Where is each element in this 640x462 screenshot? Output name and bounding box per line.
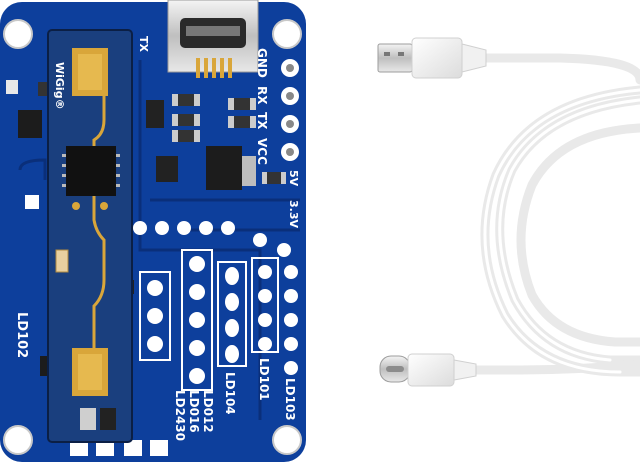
model-label-ld104: LD104 <box>223 372 237 415</box>
header-3pin <box>139 271 171 361</box>
mounting-holes <box>3 19 302 455</box>
model-label-ld012: LD012 <box>201 390 215 433</box>
pin-row-top <box>133 221 291 257</box>
pin-label-vcc: VCC <box>255 138 269 165</box>
usb-c-plug <box>379 353 477 387</box>
header-ld103 <box>284 265 298 375</box>
header-ld2430 <box>181 249 213 391</box>
usb-cable <box>377 37 640 387</box>
model-label-ld101: LD101 <box>257 358 271 401</box>
header-ld101 <box>251 257 279 353</box>
radar-antenna-module: WiGig® <box>47 29 133 443</box>
micro-usb-port <box>167 0 259 78</box>
model-label-ld2430: LD2430 <box>173 390 187 441</box>
pin-label-3v3: 3.3V <box>287 200 300 228</box>
bottom-pads <box>70 440 168 456</box>
pcb-board: GND RX TX VCC 5V 3.3V TX LD102 LD104 LD1… <box>0 0 306 462</box>
antenna-brand-label: WiGig® <box>53 62 66 110</box>
pin-label-tx: TX <box>255 112 269 130</box>
model-label-ld102: LD102 <box>14 312 29 358</box>
uart-header <box>281 59 299 161</box>
model-label-ld016: LD016 <box>187 390 201 433</box>
header-ld104 <box>217 261 247 367</box>
micro-usb-plug <box>377 37 487 79</box>
pin-label-rx: RX <box>255 86 269 105</box>
pin-label-gnd: GND <box>255 48 269 78</box>
pin-label-tx-top: TX <box>137 36 150 53</box>
pin-label-5v: 5V <box>287 170 300 187</box>
model-label-ld103: LD103 <box>283 378 297 421</box>
